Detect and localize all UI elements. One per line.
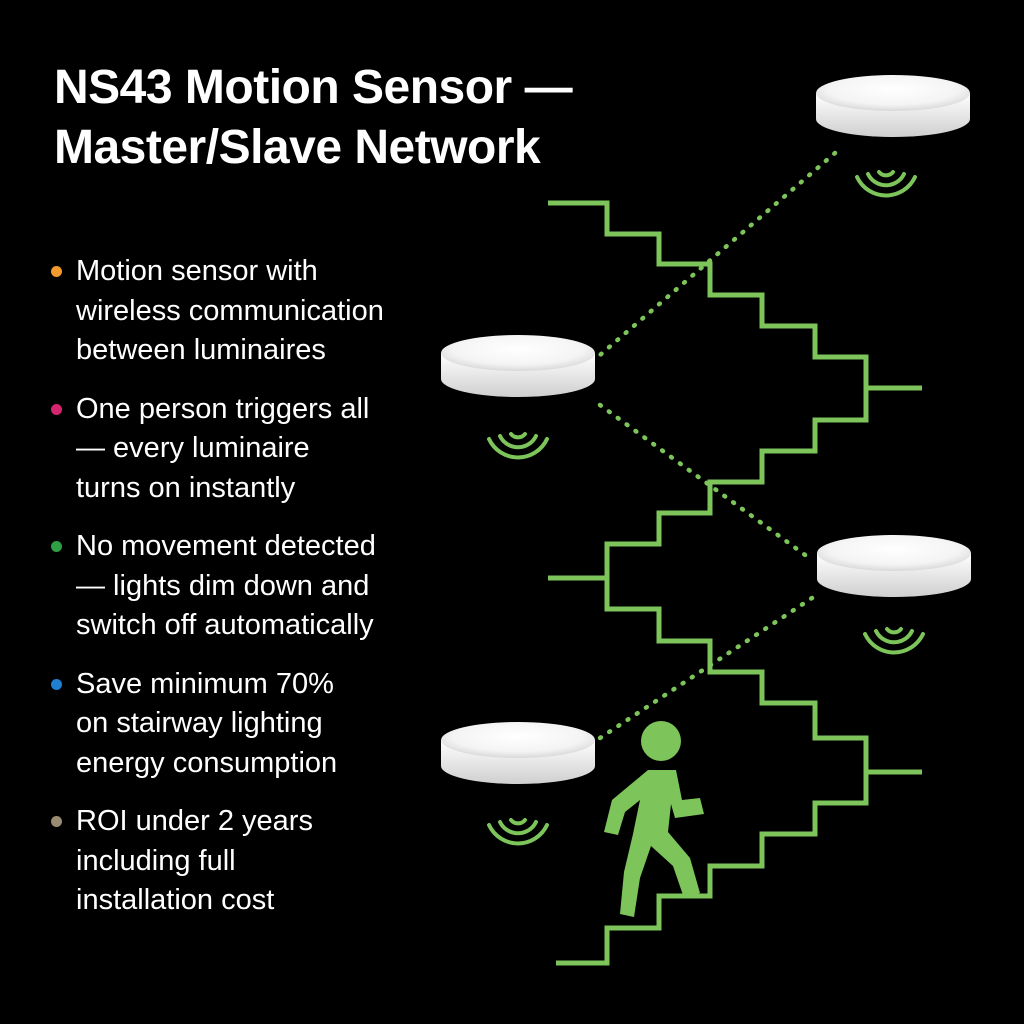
feature-item-roi: ROI under 2 years including full install… [48, 802, 448, 921]
feature-line: energy consumption [76, 746, 338, 779]
feature-item-trigger: One person triggers all — every luminair… [48, 390, 448, 509]
feature-line: on stairway lighting [76, 707, 323, 739]
bullet-dot-icon [51, 541, 62, 552]
ceiling-luminaire-icon [816, 75, 970, 137]
wireless-link-lines [597, 150, 838, 741]
staircase-outline [548, 200, 922, 966]
feature-line: between luminaires [76, 334, 326, 366]
wireless-signal-icon [487, 818, 549, 846]
ceiling-luminaire-icon [441, 335, 595, 397]
feature-item-dim: No movement detected — lights dim down a… [48, 527, 448, 646]
wireless-signal-icon [487, 432, 549, 460]
feature-line: including full [76, 844, 236, 877]
luminaire-top-right [816, 75, 970, 198]
feature-line: turns on instantly [76, 471, 296, 504]
walking-person-icon [604, 721, 704, 917]
feature-line: Motion sensor with [76, 255, 318, 287]
feature-line: installation cost [76, 884, 275, 916]
title-line-1: NS43 Motion Sensor — [54, 61, 573, 114]
page-title: NS43 Motion Sensor — Master/Slave Networ… [54, 58, 573, 178]
feature-line: No movement detected [76, 530, 376, 562]
feature-line: wireless communication [76, 294, 384, 327]
feature-line: One person triggers all [76, 392, 370, 425]
feature-item-wireless: Motion sensor with wireless communicatio… [48, 252, 448, 371]
luminaire-bottom-left [441, 722, 595, 846]
feature-line: Save minimum 70% [76, 667, 334, 700]
bullet-dot-icon [51, 266, 62, 277]
feature-line: ROI under 2 years [76, 805, 313, 837]
bullet-dot-icon [51, 678, 62, 690]
wireless-signal-icon [855, 170, 917, 198]
ceiling-luminaire-icon [441, 722, 595, 784]
luminaire-mid-left [441, 335, 595, 460]
feature-list: Motion sensor with wireless communicatio… [48, 252, 448, 940]
feature-item-savings: Save minimum 70% on stairway lighting en… [48, 665, 448, 784]
feature-line: — every luminaire [76, 432, 310, 464]
wireless-signal-icon [863, 627, 925, 655]
bullet-dot-icon [51, 816, 62, 827]
feature-line: — lights dim down and [76, 569, 370, 602]
bullet-dot-icon [51, 403, 62, 415]
luminaire-mid-right [817, 535, 971, 655]
title-line-2: Master/Slave Network [54, 121, 541, 174]
feature-line: switch off automatically [76, 609, 374, 641]
ceiling-luminaire-icon [817, 535, 971, 597]
